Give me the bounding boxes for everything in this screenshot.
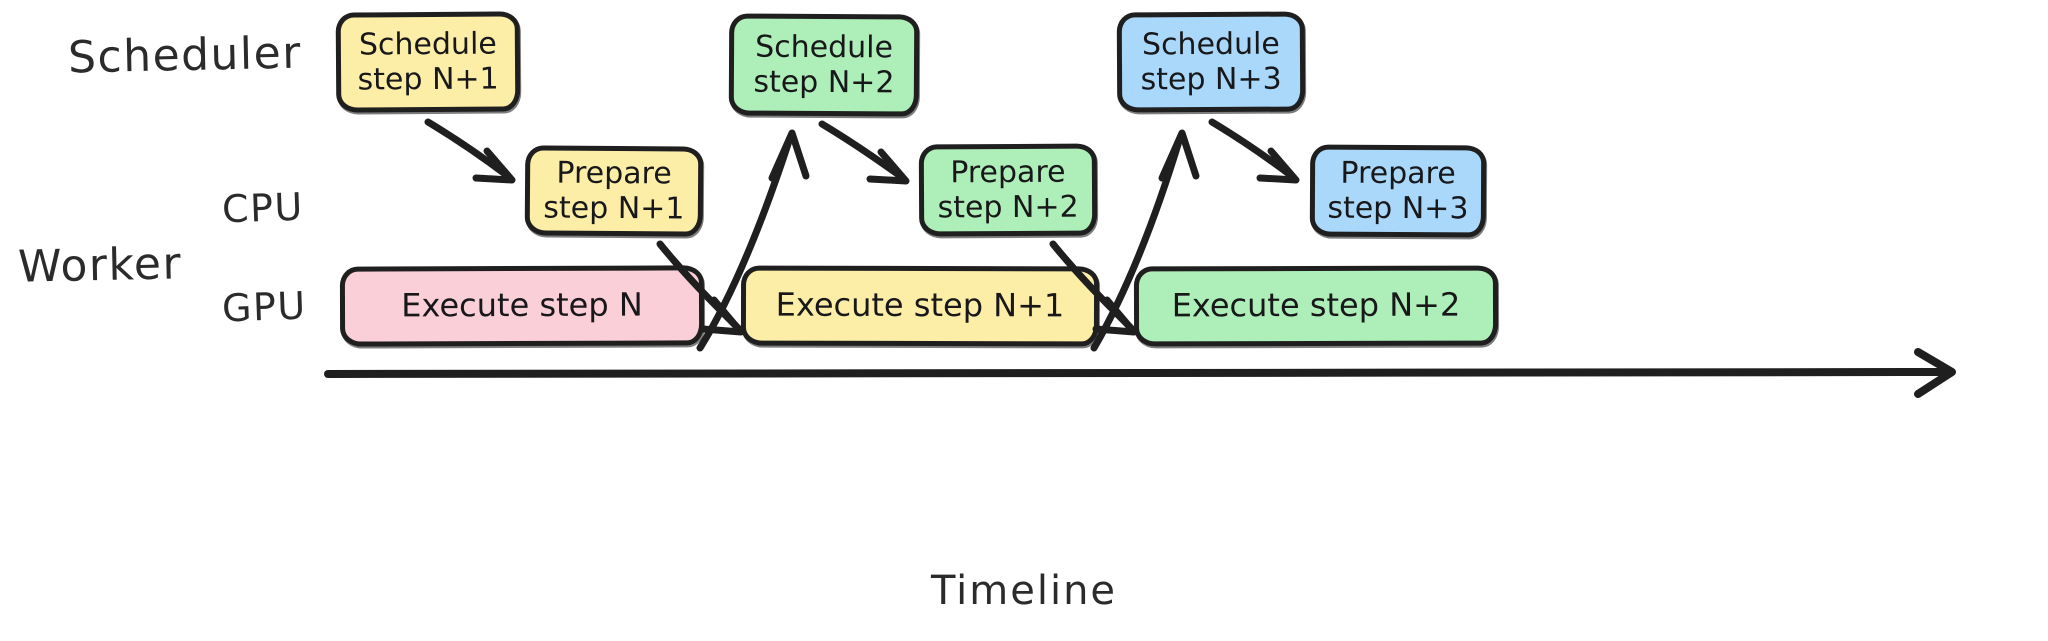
execute-step-n2-box[interactable]: Execute step N+2	[1133, 265, 1499, 347]
prepare-step-n1-line2: step N+1	[543, 190, 685, 227]
prepare-step-n2-line2: step N+2	[937, 189, 1079, 226]
prepare-step-n3-line2: step N+3	[1327, 190, 1469, 227]
schedule-step-n2-box[interactable]: Schedule step N+2	[728, 13, 920, 117]
execute-step-n-box[interactable]: Execute step N	[339, 265, 705, 347]
lane-label-worker: Worker	[17, 238, 183, 293]
execute-step-n2-label: Execute step N+2	[1171, 285, 1461, 325]
prepare-step-n3-box[interactable]: Prepare step N+3	[1309, 144, 1487, 238]
schedule-step-n1-line1: Schedule	[358, 26, 497, 63]
lane-label-scheduler: Scheduler	[67, 27, 303, 84]
prepare-step-n3-line1: Prepare	[1340, 155, 1456, 191]
schedule-step-n3-box[interactable]: Schedule step N+3	[1116, 11, 1306, 113]
lane-label-cpu: CPU	[221, 184, 305, 232]
prepare-step-n2-box[interactable]: Prepare step N+2	[918, 143, 1098, 237]
schedule-step-n3-line2: step N+3	[1140, 61, 1282, 98]
timeline-axis-label: Timeline	[930, 568, 1118, 614]
prepare-step-n2-line1: Prepare	[950, 154, 1066, 190]
schedule-step-n3-line1: Schedule	[1141, 26, 1280, 62]
execute-step-n1-box[interactable]: Execute step N+1	[740, 265, 1100, 347]
execute-step-n-label: Execute step N	[401, 285, 643, 325]
arrow-schedule-n1-to-prepare-n1	[424, 118, 516, 184]
schedule-step-n1-box[interactable]: Schedule step N+1	[335, 11, 521, 113]
arrow-schedule-n2-to-prepare-n2	[818, 120, 910, 185]
timeline-axis-arrow	[324, 348, 1956, 398]
arrow-schedule-n3-to-prepare-n3	[1208, 118, 1300, 184]
schedule-step-n1-line2: step N+1	[357, 61, 499, 98]
prepare-step-n1-box[interactable]: Prepare step N+1	[524, 145, 704, 237]
schedule-step-n2-line2: step N+2	[753, 64, 895, 101]
prepare-step-n1-line1: Prepare	[556, 155, 672, 192]
schedule-step-n2-line1: Schedule	[755, 29, 894, 65]
lane-label-gpu: GPU	[221, 283, 308, 331]
execute-step-n1-label: Execute step N+1	[775, 285, 1065, 325]
